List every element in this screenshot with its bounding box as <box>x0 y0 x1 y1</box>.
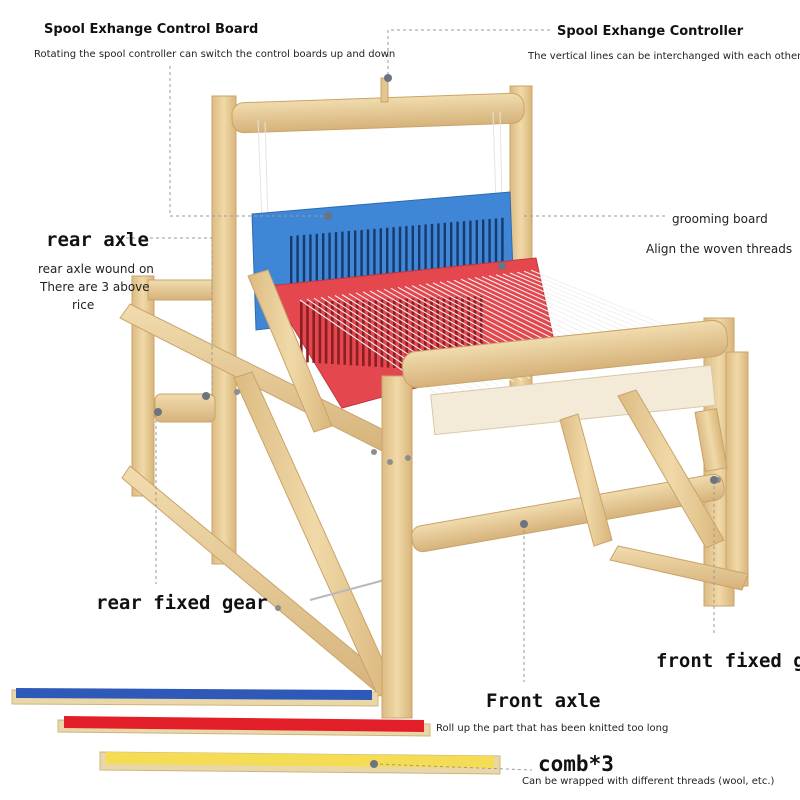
blue-slot <box>328 232 331 287</box>
leader-lines <box>126 29 715 771</box>
red-slot <box>386 299 390 368</box>
blue-slot <box>462 221 466 276</box>
blue-slot <box>456 221 459 276</box>
red-slot <box>430 297 433 371</box>
rear-axle-desc-3: rice <box>72 298 95 312</box>
front-axle-title: Front axle <box>486 690 601 712</box>
rear-axle-title: rear axle <box>46 229 149 251</box>
blue-slot <box>360 229 363 284</box>
red-slot <box>405 298 408 369</box>
blue-slot <box>437 223 440 278</box>
blue-slot <box>386 227 389 282</box>
spool-board-desc: Rotating the spool controller can switch… <box>34 49 396 60</box>
red-slot <box>368 299 371 367</box>
spool-controller-desc: The vertical lines can be interchanged w… <box>528 51 800 62</box>
leader-dots <box>154 74 718 768</box>
loom-front-frame <box>381 317 749 719</box>
red-slot <box>312 301 315 363</box>
blue-slot <box>354 230 357 285</box>
blue-slot <box>366 229 370 284</box>
heddle-threads <box>257 111 503 223</box>
rear-axle-desc-2: There are 3 above <box>40 280 150 294</box>
blue-slot <box>469 220 472 275</box>
blue-slot <box>443 222 446 277</box>
blue-slot <box>482 219 485 274</box>
blue-slot <box>488 218 491 273</box>
red-slot <box>343 300 346 365</box>
blue-slot <box>302 234 306 289</box>
blue-slot <box>379 228 382 283</box>
front-fixed-gear-title: front fixed gear <box>656 650 800 672</box>
grooming-board-desc: Align the woven threads <box>646 242 793 256</box>
blue-slot <box>322 233 325 288</box>
blue-slot <box>424 224 427 279</box>
blue-slot <box>405 226 408 281</box>
grooming-board-title: grooming board <box>672 212 768 226</box>
bolt <box>275 605 281 611</box>
comb-yellow <box>99 751 501 775</box>
red-slot <box>300 302 303 362</box>
blue-slot <box>347 231 350 286</box>
red-slot <box>448 297 452 372</box>
red-slot <box>318 301 322 364</box>
blue-slot <box>501 217 504 272</box>
loom-left-frame <box>119 269 401 701</box>
bolt <box>371 449 377 455</box>
red-slot <box>306 301 309 363</box>
red-slot <box>436 297 439 371</box>
blue-slot <box>315 233 318 288</box>
red-slot <box>324 301 328 364</box>
blue-slot <box>411 225 414 280</box>
red-slot <box>479 296 483 374</box>
comb-title: comb*3 <box>538 752 614 776</box>
bolt <box>387 459 393 465</box>
blue-slot <box>296 235 299 290</box>
red-slot <box>467 296 470 373</box>
comb-red <box>57 716 431 737</box>
red-slot <box>337 300 340 365</box>
blue-slot <box>334 232 338 287</box>
blue-slot <box>430 223 434 278</box>
red-slot <box>461 296 464 373</box>
red-slot <box>411 298 415 370</box>
red-slot <box>331 301 334 364</box>
comb-blue <box>11 688 379 707</box>
red-slot <box>455 297 458 372</box>
blue-slot <box>341 231 344 286</box>
blue-slot <box>373 228 376 283</box>
blue-slot <box>450 222 453 277</box>
blue-slot <box>418 225 421 279</box>
rear-fixed-gear-title: rear fixed gear <box>96 592 268 614</box>
red-slot <box>417 298 421 370</box>
blue-board-slots <box>290 217 504 290</box>
blue-slot <box>494 218 498 273</box>
front-axle-desc: Roll up the part that has been knitted t… <box>436 723 669 734</box>
rear-axle-desc-1: rear axle wound on <box>38 262 154 276</box>
bolt <box>405 455 411 461</box>
spool-board-title: Spool Exhange Control Board <box>44 22 259 37</box>
spool-controller-title: Spool Exhange Controller <box>557 24 744 39</box>
red-slot <box>362 300 365 366</box>
red-slot <box>399 298 402 369</box>
red-slot <box>424 298 427 370</box>
blue-slot <box>290 236 293 290</box>
blue-slot <box>475 220 478 275</box>
red-slot <box>349 300 353 366</box>
red-slot <box>380 299 384 368</box>
comb-desc: Can be wrapped with different threads (w… <box>522 776 775 787</box>
bolt <box>234 389 240 395</box>
blue-slot <box>309 234 312 289</box>
blue-slot <box>398 226 402 281</box>
blue-slot <box>392 227 395 282</box>
